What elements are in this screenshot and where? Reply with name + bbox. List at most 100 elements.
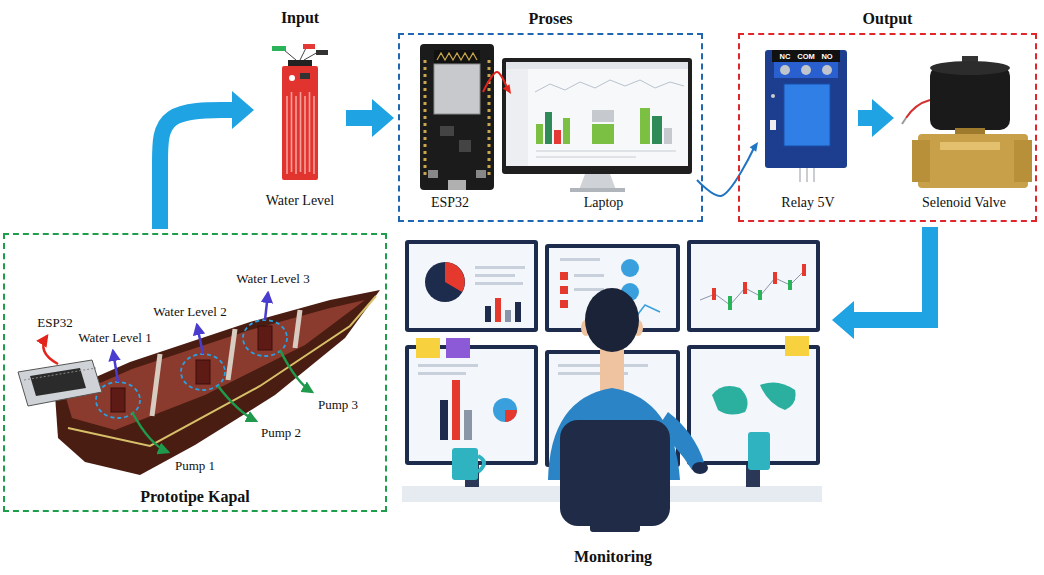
monitor-illustration — [592, 124, 614, 144]
water-level-sensor — [272, 44, 328, 180]
arrow-head — [872, 99, 894, 137]
node-heading: Monitoring — [574, 547, 652, 566]
monitoring-illustration — [493, 398, 517, 422]
monitoring-illustration — [405, 345, 538, 465]
monitoring-illustration — [445, 262, 465, 292]
monitor-illustration — [502, 58, 692, 192]
ship-illustration — [18, 360, 102, 406]
monitoring-illustration — [621, 259, 639, 277]
esp32-board — [428, 170, 438, 178]
part-label: Water Level 2 — [153, 304, 226, 320]
arrow-head — [750, 142, 758, 152]
monitor-illustration — [563, 118, 570, 144]
node-label: Relay 5V — [781, 195, 834, 212]
water-level-sensor — [309, 92, 311, 172]
flow-arrow — [346, 99, 394, 137]
label-holder: Pump 1 — [175, 458, 215, 474]
arrow-head — [832, 301, 854, 339]
monitor-illustration — [664, 128, 672, 144]
monitoring-illustration — [409, 349, 534, 461]
monitoring-illustration — [405, 240, 538, 332]
monitoring-illustration — [425, 262, 465, 302]
relay-module — [772, 50, 840, 62]
relay-module — [765, 50, 847, 182]
node-heading: Output — [863, 9, 913, 28]
ship-illustration — [295, 310, 300, 348]
relay-module — [806, 168, 808, 182]
ship-illustration — [18, 290, 380, 475]
monitor-illustration — [506, 69, 528, 166]
water-level-sensor — [284, 50, 296, 60]
monitoring-illustration — [802, 264, 806, 276]
water-level-sensor — [300, 73, 310, 79]
monitoring-illustration — [452, 380, 460, 440]
monitoring-illustration — [560, 286, 568, 294]
water-level-sensor — [295, 96, 297, 174]
monitor-illustration — [536, 150, 676, 152]
label-holder: COM — [797, 52, 815, 61]
ship-illustration — [30, 368, 86, 396]
monitoring-illustration — [505, 310, 511, 322]
water-level-sensor — [313, 96, 315, 174]
monitoring-illustration — [585, 288, 639, 352]
relay-module — [765, 50, 847, 168]
water-level-sensor — [287, 92, 314, 174]
relay-module — [771, 94, 775, 98]
monitoring-illustration — [560, 272, 568, 280]
node-label: ESP32 — [431, 195, 469, 212]
monitoring-illustration — [788, 280, 792, 290]
water-level-sensor — [304, 96, 306, 174]
esp32-board — [448, 180, 466, 190]
monitoring-illustration — [560, 420, 670, 526]
water-level-sensor — [288, 60, 312, 67]
arrow-head — [372, 99, 394, 137]
arrow-head — [503, 84, 511, 94]
monitoring-illustration — [574, 288, 604, 291]
monitoring-illustration — [748, 432, 770, 470]
monitor-illustration — [536, 156, 636, 158]
leader-arrows — [265, 293, 268, 320]
flow-arrow — [160, 91, 254, 229]
node-label: Water Level — [266, 193, 334, 210]
monitoring-illustration — [712, 386, 748, 414]
esp32-board — [420, 44, 494, 190]
monitor-illustration — [592, 110, 614, 122]
monitor-illustration — [502, 58, 692, 174]
monitoring-illustration — [402, 240, 822, 532]
monitoring-box: Monitoring — [400, 235, 826, 570]
monitor-illustration — [640, 108, 650, 144]
monitoring-illustration — [495, 298, 501, 322]
monitoring-illustration — [700, 270, 805, 305]
leader-arrows — [43, 336, 58, 364]
water-level-sensor — [289, 75, 295, 81]
esp32-board — [434, 50, 480, 64]
node-heading: Input — [281, 8, 319, 27]
water-level-sensor — [300, 92, 302, 172]
leader-arrows — [197, 325, 203, 354]
monitor-illustration — [570, 188, 625, 192]
label-holder: Pump 3 — [318, 397, 358, 413]
solenoid-valve — [912, 140, 930, 182]
relay-module — [784, 84, 830, 146]
monitoring-illustration — [475, 274, 515, 277]
ship-illustration — [181, 354, 225, 390]
label-holder: Water Level 2 — [153, 304, 226, 320]
arrow-shaft — [346, 110, 374, 126]
monitor-illustration — [554, 130, 561, 144]
monitoring-illustration — [743, 282, 747, 294]
monitoring-illustration — [418, 364, 478, 367]
arrow-head — [232, 91, 254, 129]
input-sensor-box: InputWater Level — [258, 4, 342, 214]
solenoid-valve — [930, 61, 1010, 75]
arrow-shaft — [697, 148, 754, 196]
solenoid-valve — [906, 100, 930, 118]
monitoring-illustration — [416, 338, 440, 358]
ship-illustration — [55, 290, 380, 475]
solenoid-valve — [940, 142, 1000, 150]
monitoring-illustration — [785, 336, 809, 356]
monitoring-illustration — [712, 288, 716, 300]
esp32-board — [476, 170, 486, 178]
ship-illustration — [258, 326, 272, 350]
node-heading: Prototipe Kapal — [140, 487, 249, 506]
monitoring-illustration — [574, 274, 604, 277]
